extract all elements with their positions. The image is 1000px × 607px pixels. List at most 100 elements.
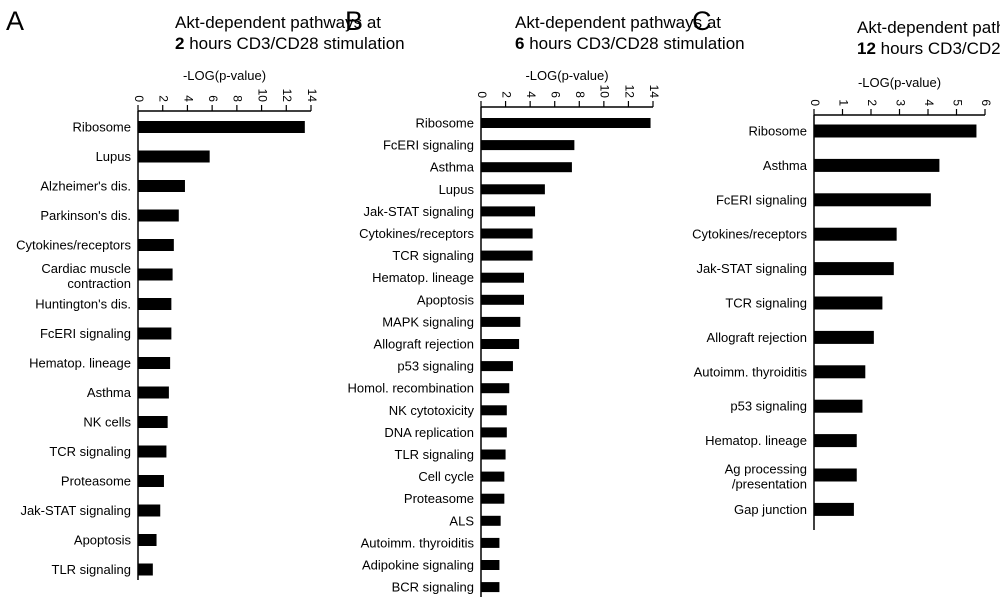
x-tick-label: 3 — [893, 99, 907, 106]
panel-title-line1: Akt-dependent pathways at — [857, 18, 1000, 37]
bar — [138, 239, 174, 251]
bar — [481, 294, 524, 305]
category-label: Lupus — [439, 182, 475, 197]
category-label: Cytokines/receptors — [692, 227, 807, 242]
bar — [814, 365, 866, 379]
bar — [814, 227, 897, 241]
x-tick-label: 2 — [499, 91, 513, 98]
bar — [481, 184, 545, 195]
bar — [481, 250, 533, 261]
category-label: TCR signaling — [49, 444, 131, 459]
category-label: Parkinson's dis. — [40, 208, 131, 223]
panel-title-line1: Akt-dependent pathways at — [175, 13, 381, 32]
category-label: Cell cycle — [418, 469, 474, 484]
bar — [138, 268, 173, 281]
bar — [481, 228, 533, 239]
bar — [138, 298, 172, 310]
panel-title-rest: hours CD3/CD28 stimulation — [876, 39, 1000, 58]
category-label: Ribosome — [72, 120, 131, 135]
bar — [481, 537, 500, 548]
bar — [814, 158, 940, 172]
bar — [481, 272, 524, 283]
x-tick-label: 0 — [475, 91, 489, 98]
category-label: Ribosome — [415, 116, 474, 131]
x-tick-label: 6 — [979, 99, 993, 106]
x-tick-label: 5 — [950, 99, 964, 106]
panel-title-line2: 6 hours CD3/CD28 stimulation — [515, 34, 745, 53]
category-label: Autoimm. thyroiditis — [361, 535, 475, 550]
bar — [814, 262, 894, 276]
bar — [481, 471, 505, 482]
bar — [481, 316, 521, 327]
x-tick-label: 14 — [647, 85, 661, 99]
category-label: Proteasome — [404, 491, 474, 506]
bar — [481, 339, 520, 349]
category-label-line: Ag processing — [725, 462, 807, 477]
x-tick-label: 1 — [836, 99, 850, 106]
category-label: Homol. recombination — [348, 381, 474, 396]
bar — [138, 209, 179, 222]
category-label: Cytokines/receptors — [359, 226, 474, 241]
category-label: TLR signaling — [395, 447, 475, 462]
category-label: FcERI signaling — [40, 326, 131, 341]
category-label: Proteasome — [61, 474, 131, 489]
category-label: Jak-STAT signaling — [20, 503, 131, 518]
panel-title-hours: 6 — [515, 34, 524, 53]
bar — [138, 475, 164, 487]
category-label: p53 signaling — [730, 399, 807, 414]
bar — [481, 560, 500, 570]
bar — [814, 330, 874, 344]
bar — [481, 118, 651, 128]
category-label: FcERI signaling — [383, 138, 474, 153]
bar — [481, 383, 510, 394]
category-label: BCR signaling — [392, 580, 474, 595]
category-label: Hematop. lineage — [705, 433, 807, 448]
bar — [481, 449, 506, 460]
bar — [138, 180, 185, 192]
category-label: Adipokine signaling — [362, 558, 474, 573]
x-tick-label: 12 — [622, 85, 636, 99]
category-label: Asthma — [87, 385, 132, 400]
category-label: Asthma — [430, 160, 475, 175]
category-label: Cytokines/receptors — [16, 238, 131, 253]
x-tick-label: 14 — [305, 89, 319, 103]
panel-letter: C — [692, 6, 712, 36]
bar — [138, 386, 169, 399]
bar — [481, 140, 575, 151]
bar — [138, 563, 153, 576]
x-tick-label: 6 — [549, 91, 563, 98]
panel-title-line2: 12 hours CD3/CD28 stimulation — [857, 39, 1000, 58]
bar — [481, 361, 513, 372]
panel-letter: B — [345, 6, 363, 36]
bar — [138, 534, 157, 546]
category-label: ALS — [449, 513, 474, 528]
category-label: Hematop. lineage — [372, 270, 474, 285]
x-tick-label: 8 — [231, 95, 245, 102]
x-tick-label: 4 — [181, 95, 195, 102]
category-label: TCR signaling — [392, 248, 474, 263]
bar — [814, 124, 977, 138]
bar — [481, 582, 500, 593]
category-label-line: contraction — [67, 276, 131, 291]
x-tick-label: 8 — [573, 91, 587, 98]
bar — [138, 327, 172, 340]
x-tick-label: 10 — [255, 89, 269, 103]
bar — [481, 427, 507, 438]
bar — [481, 493, 505, 504]
x-tick-label: 12 — [280, 89, 294, 103]
bar — [138, 121, 305, 133]
x-axis-label: -LOG(p-value) — [858, 75, 941, 90]
category-label: Hematop. lineage — [29, 356, 131, 371]
category-label-line: Cardiac muscle — [41, 261, 131, 276]
category-label: Ag processing/presentation — [725, 462, 807, 492]
x-tick-label: 4 — [524, 91, 538, 98]
x-tick-label: 2 — [865, 99, 879, 106]
category-label: Apoptosis — [417, 292, 475, 307]
x-tick-label: 0 — [132, 95, 146, 102]
category-label: DNA replication — [384, 425, 474, 440]
bar — [814, 434, 857, 448]
x-axis-label: -LOG(p-value) — [525, 68, 608, 83]
